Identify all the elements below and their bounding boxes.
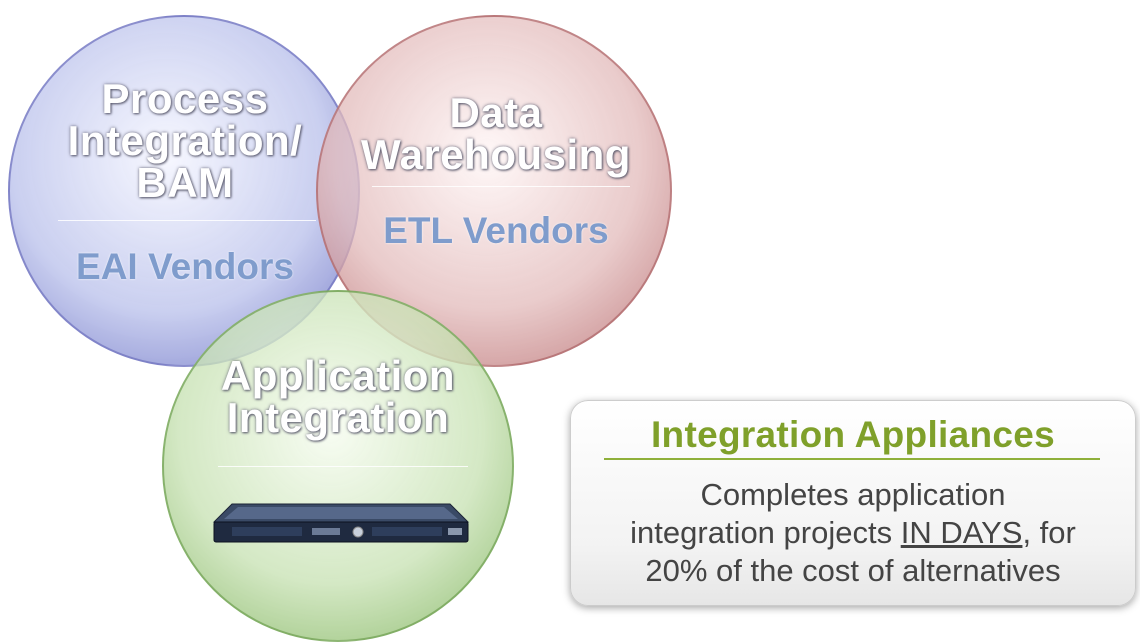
green-divider [218, 466, 468, 467]
data-warehousing-title: Data Warehousing [346, 92, 646, 176]
callout-text: integration projects [630, 515, 901, 550]
title-line: BAM [136, 159, 234, 206]
title-line: Data [449, 89, 543, 136]
callout-title: Integration Appliances [650, 414, 1056, 455]
callout-line: integration projects IN DAYS, for [570, 514, 1136, 552]
red-divider [372, 186, 630, 187]
callout-line: Completes application [700, 477, 1006, 512]
eai-vendors-label: EAI Vendors [76, 246, 294, 287]
process-integration-title: Process Integration/ BAM [40, 78, 330, 204]
title-line: Application [220, 352, 456, 399]
title-line: Process [101, 75, 269, 122]
title-line: Integration [226, 394, 450, 441]
integration-appliances-callout: Integration Appliances Completes applica… [570, 400, 1136, 606]
etl-vendors-label: ETL Vendors [383, 210, 609, 251]
callout-line: 20% of the cost of alternatives [645, 553, 1061, 588]
server-appliance-icon [212, 503, 470, 543]
title-line: Warehousing [361, 131, 631, 178]
callout-underline [604, 458, 1100, 460]
callout-text: , for [1022, 515, 1076, 550]
blue-divider [58, 220, 316, 221]
application-integration-title: Application Integration [195, 355, 481, 439]
callout-body: Completes application integration projec… [570, 476, 1136, 590]
title-line: Integration/ [67, 117, 303, 164]
in-days-emphasis: IN DAYS [900, 515, 1023, 550]
